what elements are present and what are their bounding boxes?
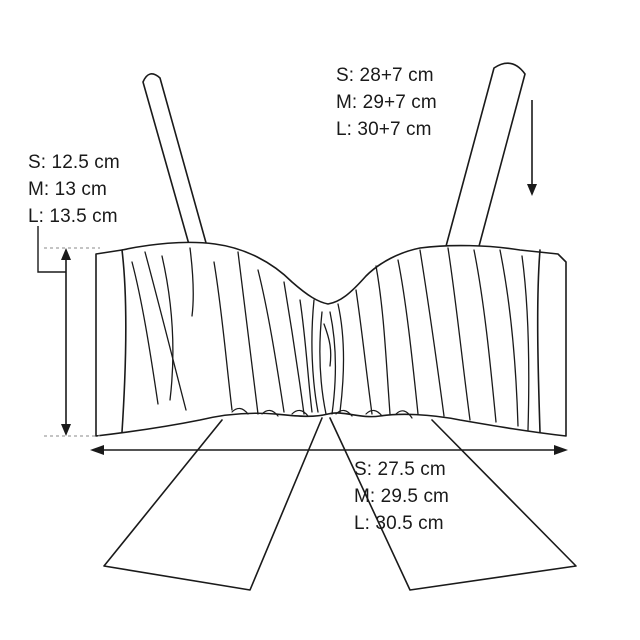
left-side-seam	[121, 249, 127, 433]
width-size-m: M: 29.5 cm	[354, 486, 449, 507]
bandeau-body	[95, 241, 567, 437]
strap-measurement-guide	[527, 100, 537, 196]
width-measurement-guide	[90, 445, 568, 455]
height-size-m: M: 13 cm	[28, 179, 107, 200]
center-gathers	[311, 299, 345, 415]
left-tie	[103, 417, 323, 591]
cup-height-labels: S: 12.5 cm M: 13 cm L: 13.5 cm	[28, 149, 120, 230]
left-cup-gathers	[131, 247, 313, 415]
strap-length-labels: S: 28+7 cm M: 29+7 cm L: 30+7 cm	[336, 62, 437, 143]
bottom-ruching	[231, 407, 413, 419]
right-cup-gathers	[355, 247, 530, 431]
height-size-l: L: 13.5 cm	[28, 206, 118, 227]
width-size-s: S: 27.5 cm	[354, 459, 446, 480]
left-strap	[142, 73, 209, 251]
width-size-l: L: 30.5 cm	[354, 513, 444, 534]
band-width-labels: S: 27.5 cm M: 29.5 cm L: 30.5 cm	[354, 456, 449, 537]
right-tie	[329, 417, 577, 591]
right-strap	[444, 62, 526, 251]
height-measurement-guide	[37, 226, 100, 437]
strap-size-l: L: 30+7 cm	[336, 119, 432, 140]
strap-size-s: S: 28+7 cm	[336, 65, 434, 86]
strap-size-m: M: 29+7 cm	[336, 92, 437, 113]
right-side-seam	[536, 249, 541, 433]
height-size-s: S: 12.5 cm	[28, 152, 120, 173]
